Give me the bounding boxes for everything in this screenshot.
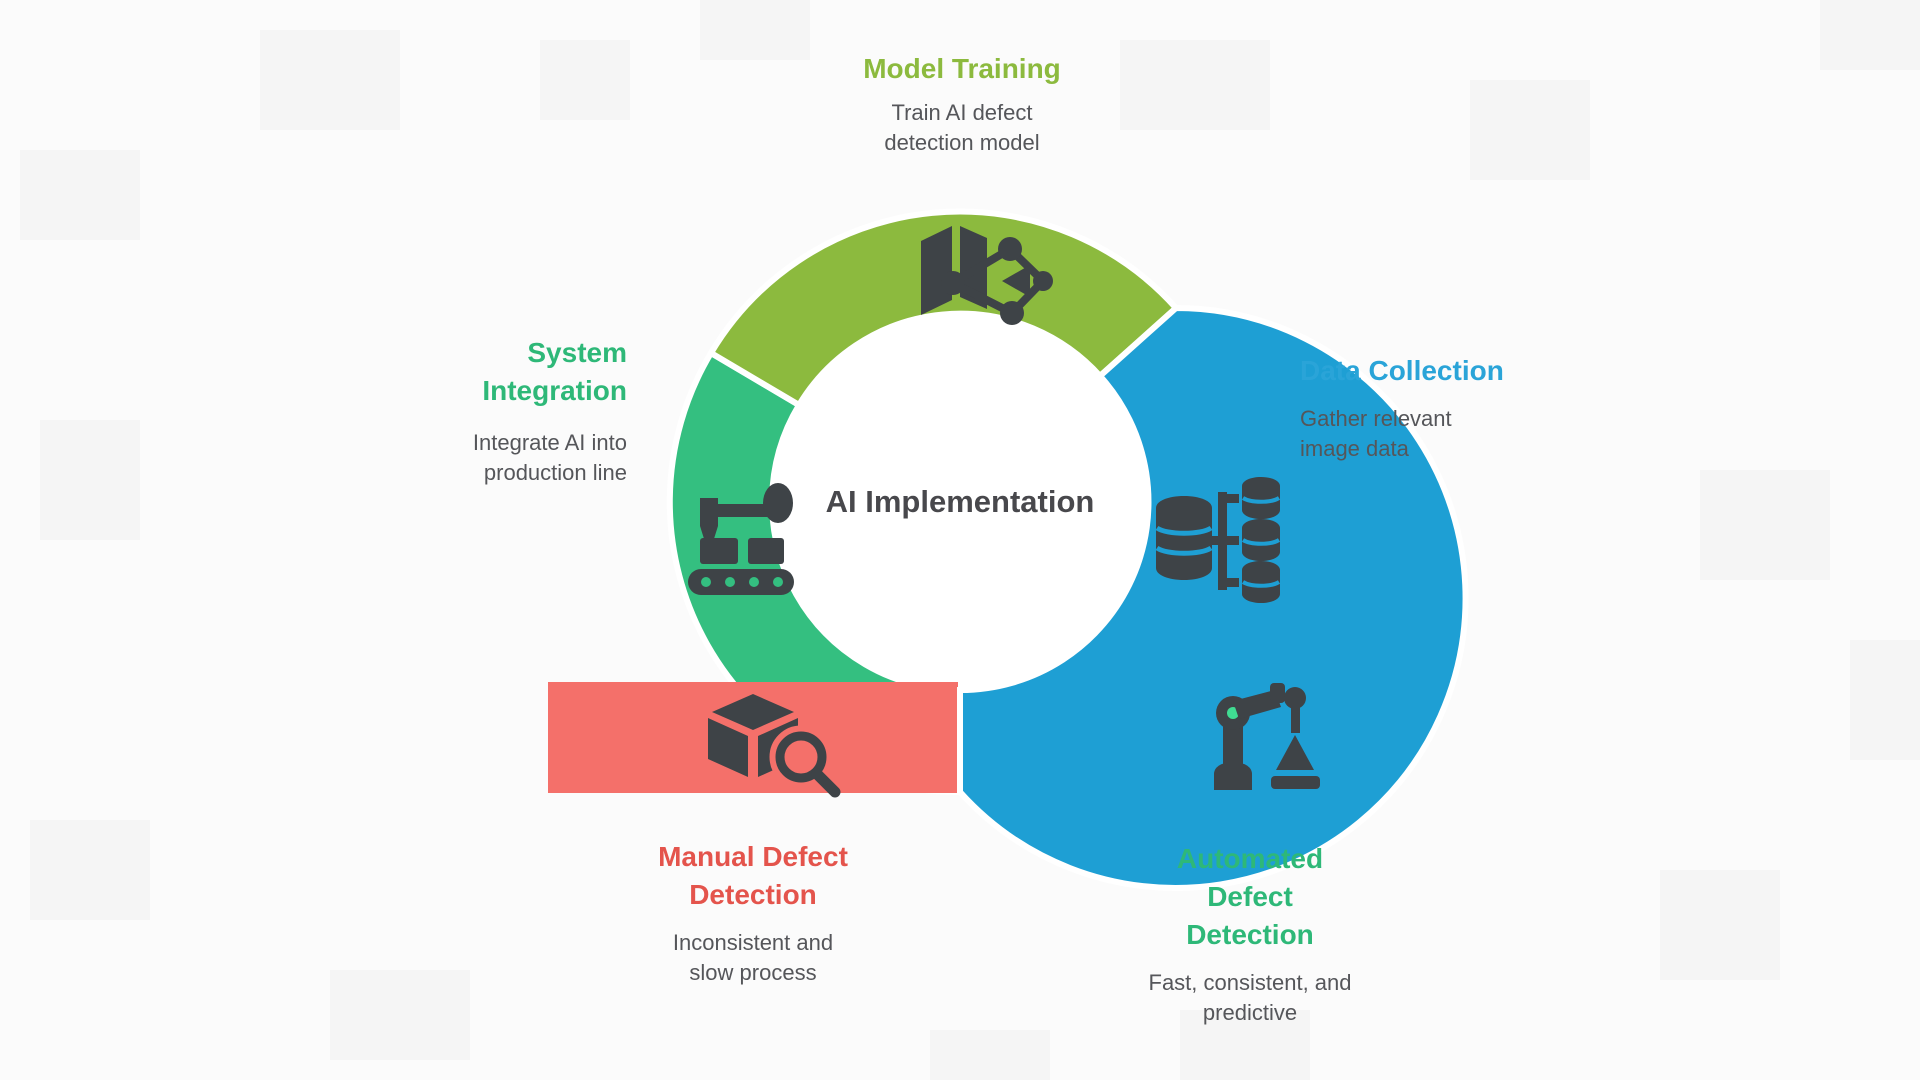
cube-magnifier-icon [708,694,841,798]
factory-conveyor-icon [688,483,794,595]
donut-inner-circle [772,314,1148,690]
data-collection-text-block: Data Collection Gather relevant image da… [1300,352,1640,464]
system-integration-text-block: System Integration Integrate AI into pro… [305,334,627,488]
model-training-title: Model Training [863,53,1061,84]
book-network-icon [921,226,1053,325]
automated-defect-title: Automated Defect Detection [1176,843,1324,950]
manual-defect-description: Inconsistent and slow process [672,930,834,985]
system-integration-title: System Integration [482,337,627,406]
data-collection-description: Gather relevant image data [1300,406,1452,461]
robot-arm-icon [1214,683,1320,790]
model-training-description: Train AI defect detection model [884,100,1040,155]
automated-defect-text-block: Automated Defect Detection Fast, consist… [1050,840,1450,1028]
system-integration-description: Integrate AI into production line [472,430,627,485]
database-icon [1155,477,1281,603]
segment-model-training [706,208,1181,410]
manual-defect-title: Manual Defect Detection [658,841,848,910]
automated-defect-description: Fast, consistent, and predictive [1148,970,1352,1025]
manual-defect-text-block: Manual Defect Detection Inconsistent and… [553,838,953,988]
model-training-text-block: Model Training Train AI defect detection… [760,50,1164,158]
background-texture [20,0,1920,1080]
segment-data-collection [957,304,1469,891]
data-collection-title: Data Collection [1300,355,1504,386]
center-title: AI Implementation [825,484,1095,519]
